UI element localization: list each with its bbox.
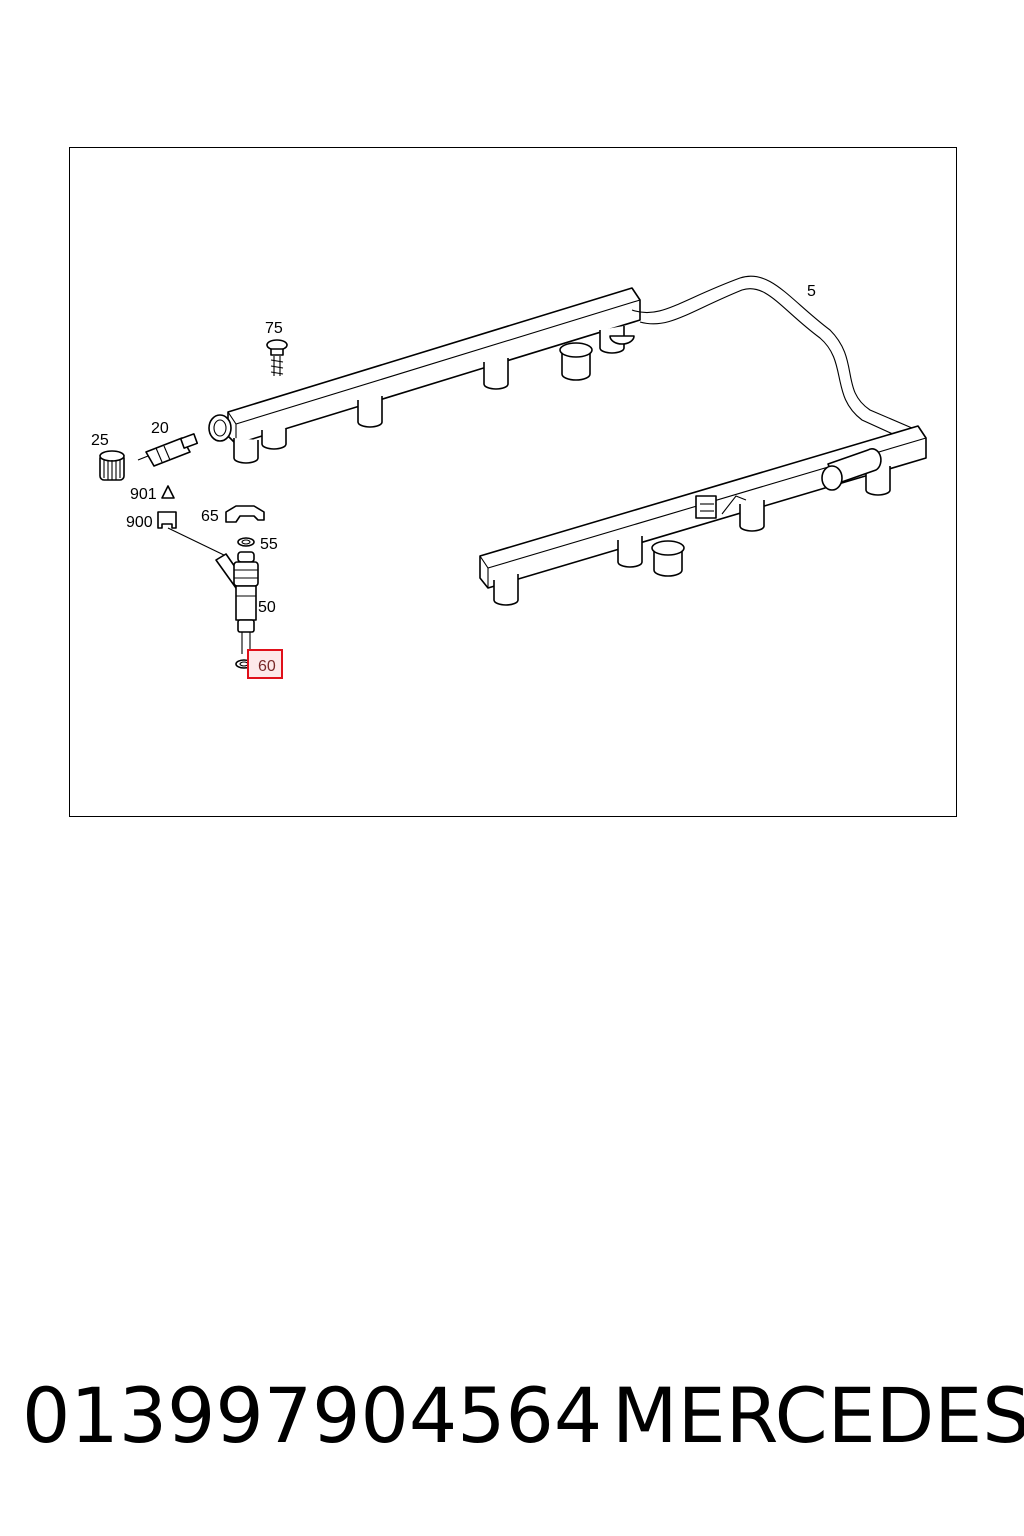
- clip-65: [225, 505, 265, 523]
- fuel-rail-diagram: 5 75 25 20 901 900 65 55 50 60: [91, 275, 927, 679]
- label-part-65: 65: [201, 508, 219, 525]
- connector-900: [157, 511, 227, 557]
- label-part-50: 50: [258, 599, 276, 616]
- label-part-55: 55: [260, 536, 278, 553]
- label-part-900: 900: [126, 514, 153, 531]
- highlight-box-60: [247, 649, 283, 679]
- upper-fuel-rail: [208, 287, 641, 464]
- label-part-25: 25: [91, 432, 109, 449]
- diagram-frame: [69, 147, 957, 817]
- label-part-901: 901: [130, 486, 157, 503]
- injector-50: [215, 551, 259, 654]
- brand-name: MERCEDES: [612, 1371, 1024, 1460]
- o-ring-55: [237, 537, 255, 547]
- valve-20: [137, 433, 199, 467]
- label-part-75: 75: [265, 320, 283, 337]
- cap-25: [99, 450, 125, 481]
- label-part-60: 60: [258, 658, 276, 675]
- label-part-20: 20: [151, 420, 169, 437]
- connecting-tube: [631, 275, 913, 441]
- part-number: 013997904564: [22, 1371, 603, 1460]
- bolt-75: [266, 339, 288, 376]
- clip-901: [161, 485, 175, 499]
- lower-fuel-rail: [479, 425, 927, 606]
- label-part-5: 5: [807, 283, 816, 300]
